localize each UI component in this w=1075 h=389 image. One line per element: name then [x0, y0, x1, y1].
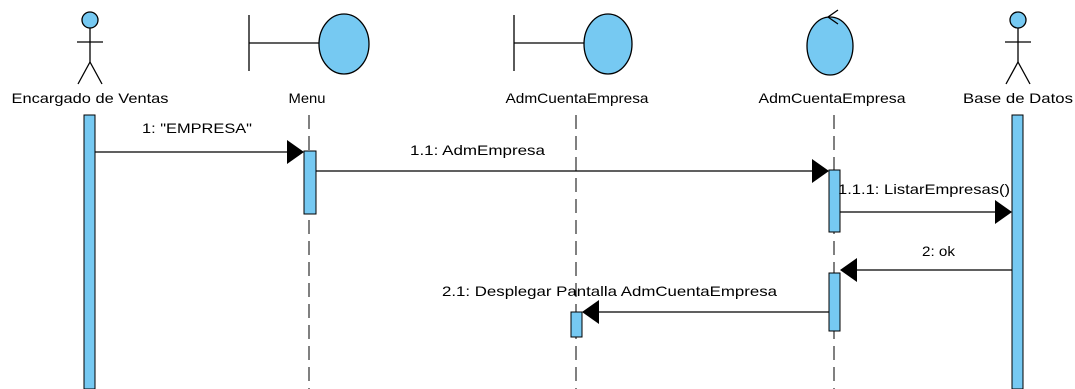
lifeline-name: AdmCuentaEmpresa: [759, 90, 906, 106]
arrowhead-icon: [995, 200, 1012, 224]
arrowhead-icon: [582, 300, 599, 324]
arrowhead-icon: [287, 140, 304, 164]
actor-icon: [77, 11, 103, 85]
activation-bar: [303, 150, 317, 215]
arrowhead-icon: [812, 159, 829, 183]
message-label: 1.1: AdmEmpresa: [410, 142, 545, 158]
message-1-empresa[interactable]: 1: "EMPRESA": [95, 120, 304, 164]
message-1-1-admempresa[interactable]: 1.1: AdmEmpresa: [316, 142, 829, 183]
lifeline-name: Base de Datos: [963, 90, 1073, 106]
activation-bar: [828, 169, 841, 233]
lifeline-admcuentaempresa-control[interactable]: AdmCuentaEmpresa: [759, 9, 906, 389]
message-label: 2.1: Desplegar Pantalla AdmCuentaEmpresa: [442, 283, 777, 299]
arrowhead-icon: [840, 258, 857, 282]
boundary-icon: [248, 13, 370, 75]
message-label: 1.1.1: ListarEmpresas(): [838, 181, 1010, 197]
lifeline-name: Encargado de Ventas: [12, 90, 169, 106]
message-1-1-1-listarempresas[interactable]: 1.1.1: ListarEmpresas(): [838, 181, 1012, 224]
message-label: 2: ok: [922, 243, 956, 259]
control-icon: [806, 9, 854, 76]
activation-bar: [1011, 114, 1024, 389]
message-2-1-desplegar-pantalla[interactable]: 2.1: Desplegar Pantalla AdmCuentaEmpresa: [442, 283, 829, 324]
message-label: 1: "EMPRESA": [142, 120, 252, 136]
lifeline-base-de-datos[interactable]: Base de Datos: [963, 11, 1073, 389]
lifeline-admcuentaempresa-boundary[interactable]: AdmCuentaEmpresa: [506, 13, 649, 389]
boundary-icon: [513, 13, 633, 75]
activation-bar: [570, 311, 583, 338]
lifeline-name: Menu: [289, 90, 326, 106]
activation-bar: [83, 114, 96, 389]
lifeline-encargado-de-ventas[interactable]: Encargado de Ventas: [12, 11, 169, 389]
activation-bar: [828, 272, 841, 332]
actor-icon: [1005, 11, 1031, 85]
message-2-ok[interactable]: 2: ok: [840, 243, 1012, 282]
lifeline-name: AdmCuentaEmpresa: [506, 90, 649, 106]
lifeline-menu[interactable]: Menu: [248, 13, 370, 389]
